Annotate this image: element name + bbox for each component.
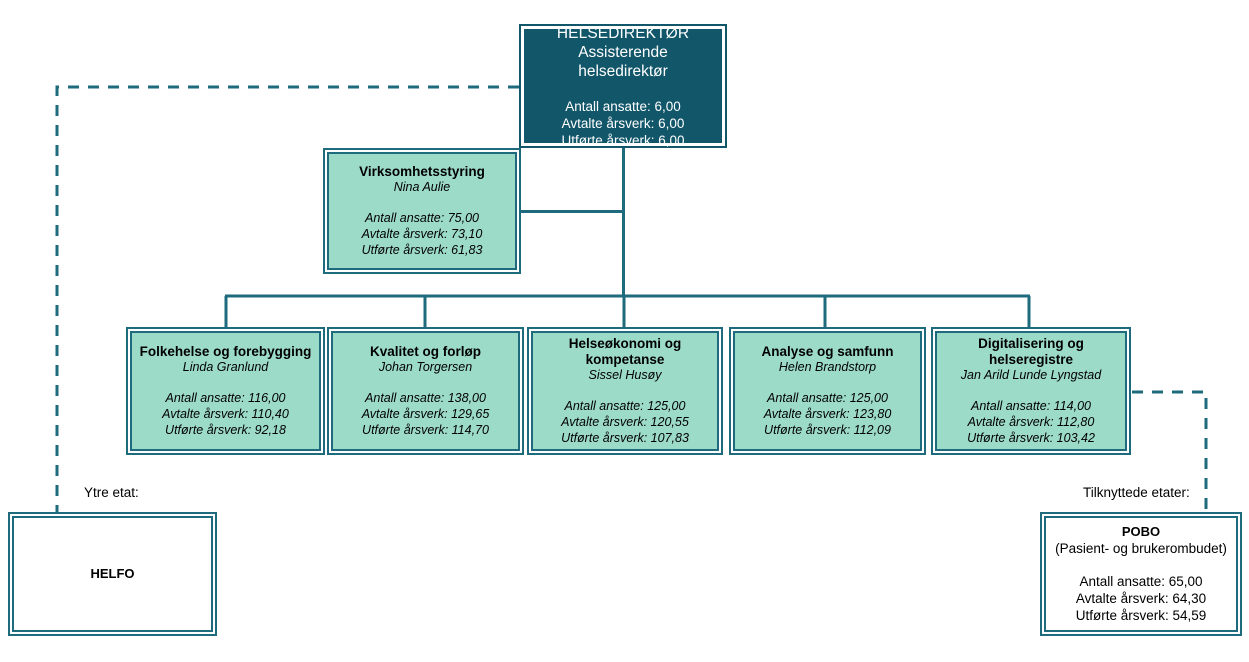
node-title: HELSEDIREKTØR [556,24,690,42]
node-helseokonomi-og-kompetanse-inner: Helseøkonomi og kompetanse Sissel Husøy … [531,331,719,451]
metric-utforte-arsverk: Utførte årsverk: 107,83 [561,431,689,445]
metric-utforte-arsverk: Utførte årsverk: 103,42 [967,431,1095,445]
metric-utforte-arsverk: Utførte årsverk: 92,18 [165,423,286,437]
node-pobo[interactable]: POBO (Pasient- og brukerombudet) Antall … [1040,512,1242,636]
node-folkehelse-og-forebygging[interactable]: Folkehelse og forebygging Linda Granlund… [126,327,325,455]
metric-antall-ansatte: Antall ansatte: 75,00 [365,211,479,225]
metric-antall-ansatte: Antall ansatte: 138,00 [365,391,486,405]
node-title: Folkehelse og forebygging [139,344,312,359]
node-subtitle: Helen Brandstorp [778,360,877,374]
metric-avtalte-arsverk: Avtalte årsverk: 129,65 [361,407,490,421]
node-virksomhetsstyring-inner: Virksomhetsstyring Nina Aulie Antall ans… [327,152,517,270]
node-title: POBO [1121,524,1161,539]
metric-avtalte-arsverk: Avtalte årsverk: 120,55 [561,415,689,429]
node-subtitle: Nina Aulie [393,180,451,194]
metric-avtalte-arsverk: Avtalte årsverk: 123,80 [763,407,892,421]
node-title: HELFO [90,566,135,581]
metric-antall-ansatte: Antall ansatte: 125,00 [767,391,888,405]
node-title: Virksomhetsstyring [359,164,485,179]
metric-utforte-arsverk: Utførte årsverk: 114,70 [362,423,489,437]
node-analyse-og-samfunn[interactable]: Analyse og samfunn Helen Brandstorp Anta… [729,327,926,455]
node-title: Kvalitet og forløp [370,344,481,359]
metric-avtalte-arsverk: Avtalte årsverk: 73,10 [361,227,483,241]
metric-antall-ansatte: Antall ansatte: 114,00 [970,399,1091,413]
node-metrics: Antall ansatte: 125,00 Avtalte årsverk: … [561,398,689,446]
node-subtitle: Sissel Husøy [588,368,662,382]
node-folkehelse-og-forebygging-inner: Folkehelse og forebygging Linda Granlund… [130,331,321,451]
node-kvalitet-og-forlop[interactable]: Kvalitet og forløp Johan Torgersen Antal… [327,327,524,455]
node-metrics: Antall ansatte: 6,00 Avtalte årsverk: 6,… [561,98,684,149]
node-metrics: Antall ansatte: 138,00 Avtalte årsverk: … [362,390,490,438]
node-title: Helseøkonomi og kompetanse [568,336,682,367]
node-metrics: Antall ansatte: 114,00 Avtalte årsverk: … [967,398,1095,446]
node-metrics: Antall ansatte: 125,00 Avtalte årsverk: … [764,390,892,438]
node-subtitle: Jan Arild Lunde Lyngstad [960,368,1102,382]
node-helseokonomi-og-kompetanse[interactable]: Helseøkonomi og kompetanse Sissel Husøy … [527,327,723,455]
node-subtitle: (Pasient- og brukerombudet) [1055,541,1227,556]
node-helfo-inner: HELFO [12,516,213,632]
node-subtitle: Assisterende helsedirektør [578,43,668,80]
node-title: Analyse og samfunn [761,344,894,359]
metric-antall-ansatte: Antall ansatte: 65,00 [1079,574,1203,589]
node-helfo[interactable]: HELFO [8,512,217,636]
metric-avtalte-arsverk: Avtalte årsverk: 112,80 [967,415,1095,429]
metric-utforte-arsverk: Utførte årsverk: 61,83 [361,243,483,257]
metric-avtalte-arsverk: Avtalte årsverk: 6,00 [561,115,685,131]
node-subtitle: Linda Granlund [182,360,269,374]
node-subtitle: Johan Torgersen [378,360,473,374]
metric-utforte-arsverk: Utførte årsverk: 112,09 [764,423,891,437]
metric-avtalte-arsverk: Avtalte årsverk: 64,30 [1075,591,1207,606]
caption-tilknyttede-etater: Tilknyttede etater: [1083,485,1190,500]
node-pobo-inner: POBO (Pasient- og brukerombudet) Antall … [1044,516,1238,632]
metric-avtalte-arsverk: Avtalte årsverk: 110,40 [162,407,289,421]
metric-utforte-arsverk: Utførte årsverk: 6,00 [561,132,685,148]
node-metrics: Antall ansatte: 65,00 Avtalte årsverk: 6… [1076,573,1207,624]
metric-utforte-arsverk: Utførte årsverk: 54,59 [1075,608,1207,623]
metric-antall-ansatte: Antall ansatte: 6,00 [565,98,681,114]
node-digitalisering-og-helseregistre[interactable]: Digitalisering og helseregistre Jan Aril… [931,327,1131,455]
node-title: Digitalisering og helseregistre [978,336,1084,367]
metric-antall-ansatte: Antall ansatte: 116,00 [165,391,286,405]
node-virksomhetsstyring[interactable]: Virksomhetsstyring Nina Aulie Antall ans… [323,148,521,274]
node-metrics: Antall ansatte: 75,00 Avtalte årsverk: 7… [362,210,483,258]
node-metrics: Antall ansatte: 116,00 Avtalte årsverk: … [162,390,289,438]
caption-ytre-etat: Ytre etat: [84,485,139,500]
node-helsedirektor-inner: HELSEDIREKTØR Assisterende helsedirektør… [524,25,722,148]
node-helsedirektor[interactable]: HELSEDIREKTØR Assisterende helsedirektør… [519,24,727,148]
node-digitalisering-og-helseregistre-inner: Digitalisering og helseregistre Jan Aril… [935,331,1127,451]
metric-antall-ansatte: Antall ansatte: 125,00 [564,399,686,413]
node-kvalitet-og-forlop-inner: Kvalitet og forløp Johan Torgersen Antal… [331,331,520,451]
node-analyse-og-samfunn-inner: Analyse og samfunn Helen Brandstorp Anta… [733,331,922,451]
